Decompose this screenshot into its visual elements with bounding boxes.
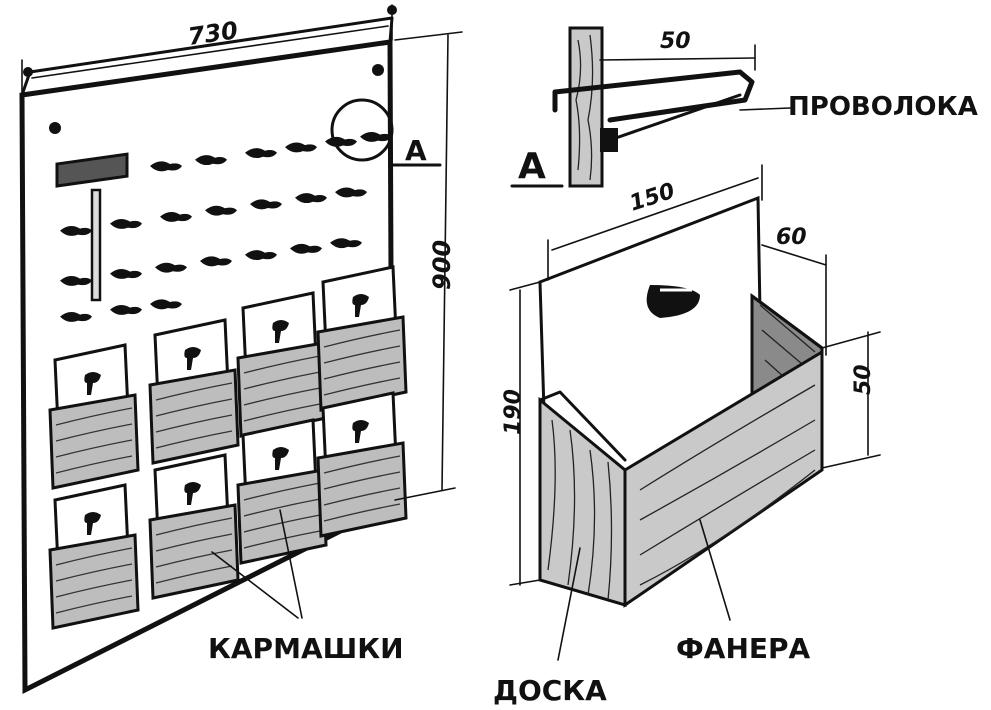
pocket-icon <box>48 483 140 630</box>
peg-hook-icon <box>295 193 327 204</box>
peg-hook-icon <box>205 205 237 216</box>
screw-icon <box>372 64 384 76</box>
pocket-icon <box>236 418 328 565</box>
dimension-hook-line <box>599 57 756 61</box>
peg-hook-icon <box>335 187 367 198</box>
hanger-icon <box>646 285 700 318</box>
pocket-icon <box>148 453 240 600</box>
peg-hook-icon <box>290 243 322 254</box>
peg-hook-icon <box>155 262 187 273</box>
peg-hook-icon <box>200 256 232 267</box>
peg-hook-icon <box>110 305 142 315</box>
hook-length-value: 50 <box>660 29 691 54</box>
pocket-depth-value: 60 <box>776 225 807 250</box>
peg-hook-icon <box>285 142 317 153</box>
pegboard: A 730 900 КАРМАШКИ <box>19 4 463 695</box>
pocket-icon <box>236 291 328 438</box>
plywood-front <box>623 349 824 608</box>
hook-detail: 50 ПРОВОЛОКА A <box>510 26 978 188</box>
plywood-leader <box>699 519 731 621</box>
dimension-board-height: 900 <box>394 31 463 501</box>
pocket-icon <box>316 391 408 538</box>
wire-hook-lower <box>608 93 742 142</box>
board-height-value: 900 <box>428 240 456 290</box>
peg-hook-icon <box>330 238 362 249</box>
detail-callout-circle <box>330 98 394 162</box>
peg-hook-icon <box>60 226 92 236</box>
dimension-board-width: 730 <box>21 4 393 101</box>
peg-hook-icon <box>60 276 92 286</box>
screw-icon <box>23 67 33 77</box>
pocket-icon <box>48 343 140 490</box>
pocket-icon <box>148 318 240 465</box>
hammer-icon <box>55 152 129 302</box>
plywood-label: ФАНЕРА <box>676 632 811 665</box>
peg-hook-icon <box>60 312 92 322</box>
dimension-pocket-width <box>551 177 759 251</box>
peg-hook-icon <box>245 148 277 159</box>
pocket-icon <box>316 265 408 412</box>
peg-hook-icon <box>160 212 192 222</box>
pocket-front-height-value: 50 <box>851 364 876 395</box>
hook-fastener <box>600 128 618 152</box>
wire-hook <box>552 69 755 123</box>
detail-callout-label: A <box>405 134 427 167</box>
peg-hook-icon <box>110 219 142 229</box>
board-edge-top <box>28 16 394 74</box>
peg-hook-icon <box>250 199 282 210</box>
pockets-label: КАРМАШКИ <box>208 632 404 665</box>
pocket-width-value: 150 <box>627 179 678 217</box>
board-section <box>568 26 604 188</box>
wire-label: ПРОВОЛОКА <box>788 92 978 122</box>
dimension-pocket-depth <box>761 244 827 266</box>
pocket-top-edge-left <box>538 390 627 462</box>
peg-hook-icon <box>245 250 277 261</box>
peg-hook-icon <box>360 132 392 142</box>
peg-hook-icon <box>110 269 142 279</box>
peg-hook-icon <box>150 161 182 172</box>
plank-label: ДОСКА <box>493 674 607 707</box>
pockets-leader <box>279 509 303 619</box>
peg-hook-icon <box>195 155 227 166</box>
board-width-value: 730 <box>186 16 240 51</box>
plank-leader <box>557 547 581 661</box>
pocket-detail: 150 60 190 50 ДОСКА ФАНЕРА <box>493 164 881 707</box>
peg-hook-icon <box>150 299 182 310</box>
pocket-height-value: 190 <box>501 389 526 435</box>
wire-leader <box>739 107 791 111</box>
detail-view-label: A <box>518 146 546 187</box>
screw-icon <box>49 122 61 134</box>
pockets-leader <box>211 551 299 619</box>
peg-hooks <box>60 132 392 322</box>
